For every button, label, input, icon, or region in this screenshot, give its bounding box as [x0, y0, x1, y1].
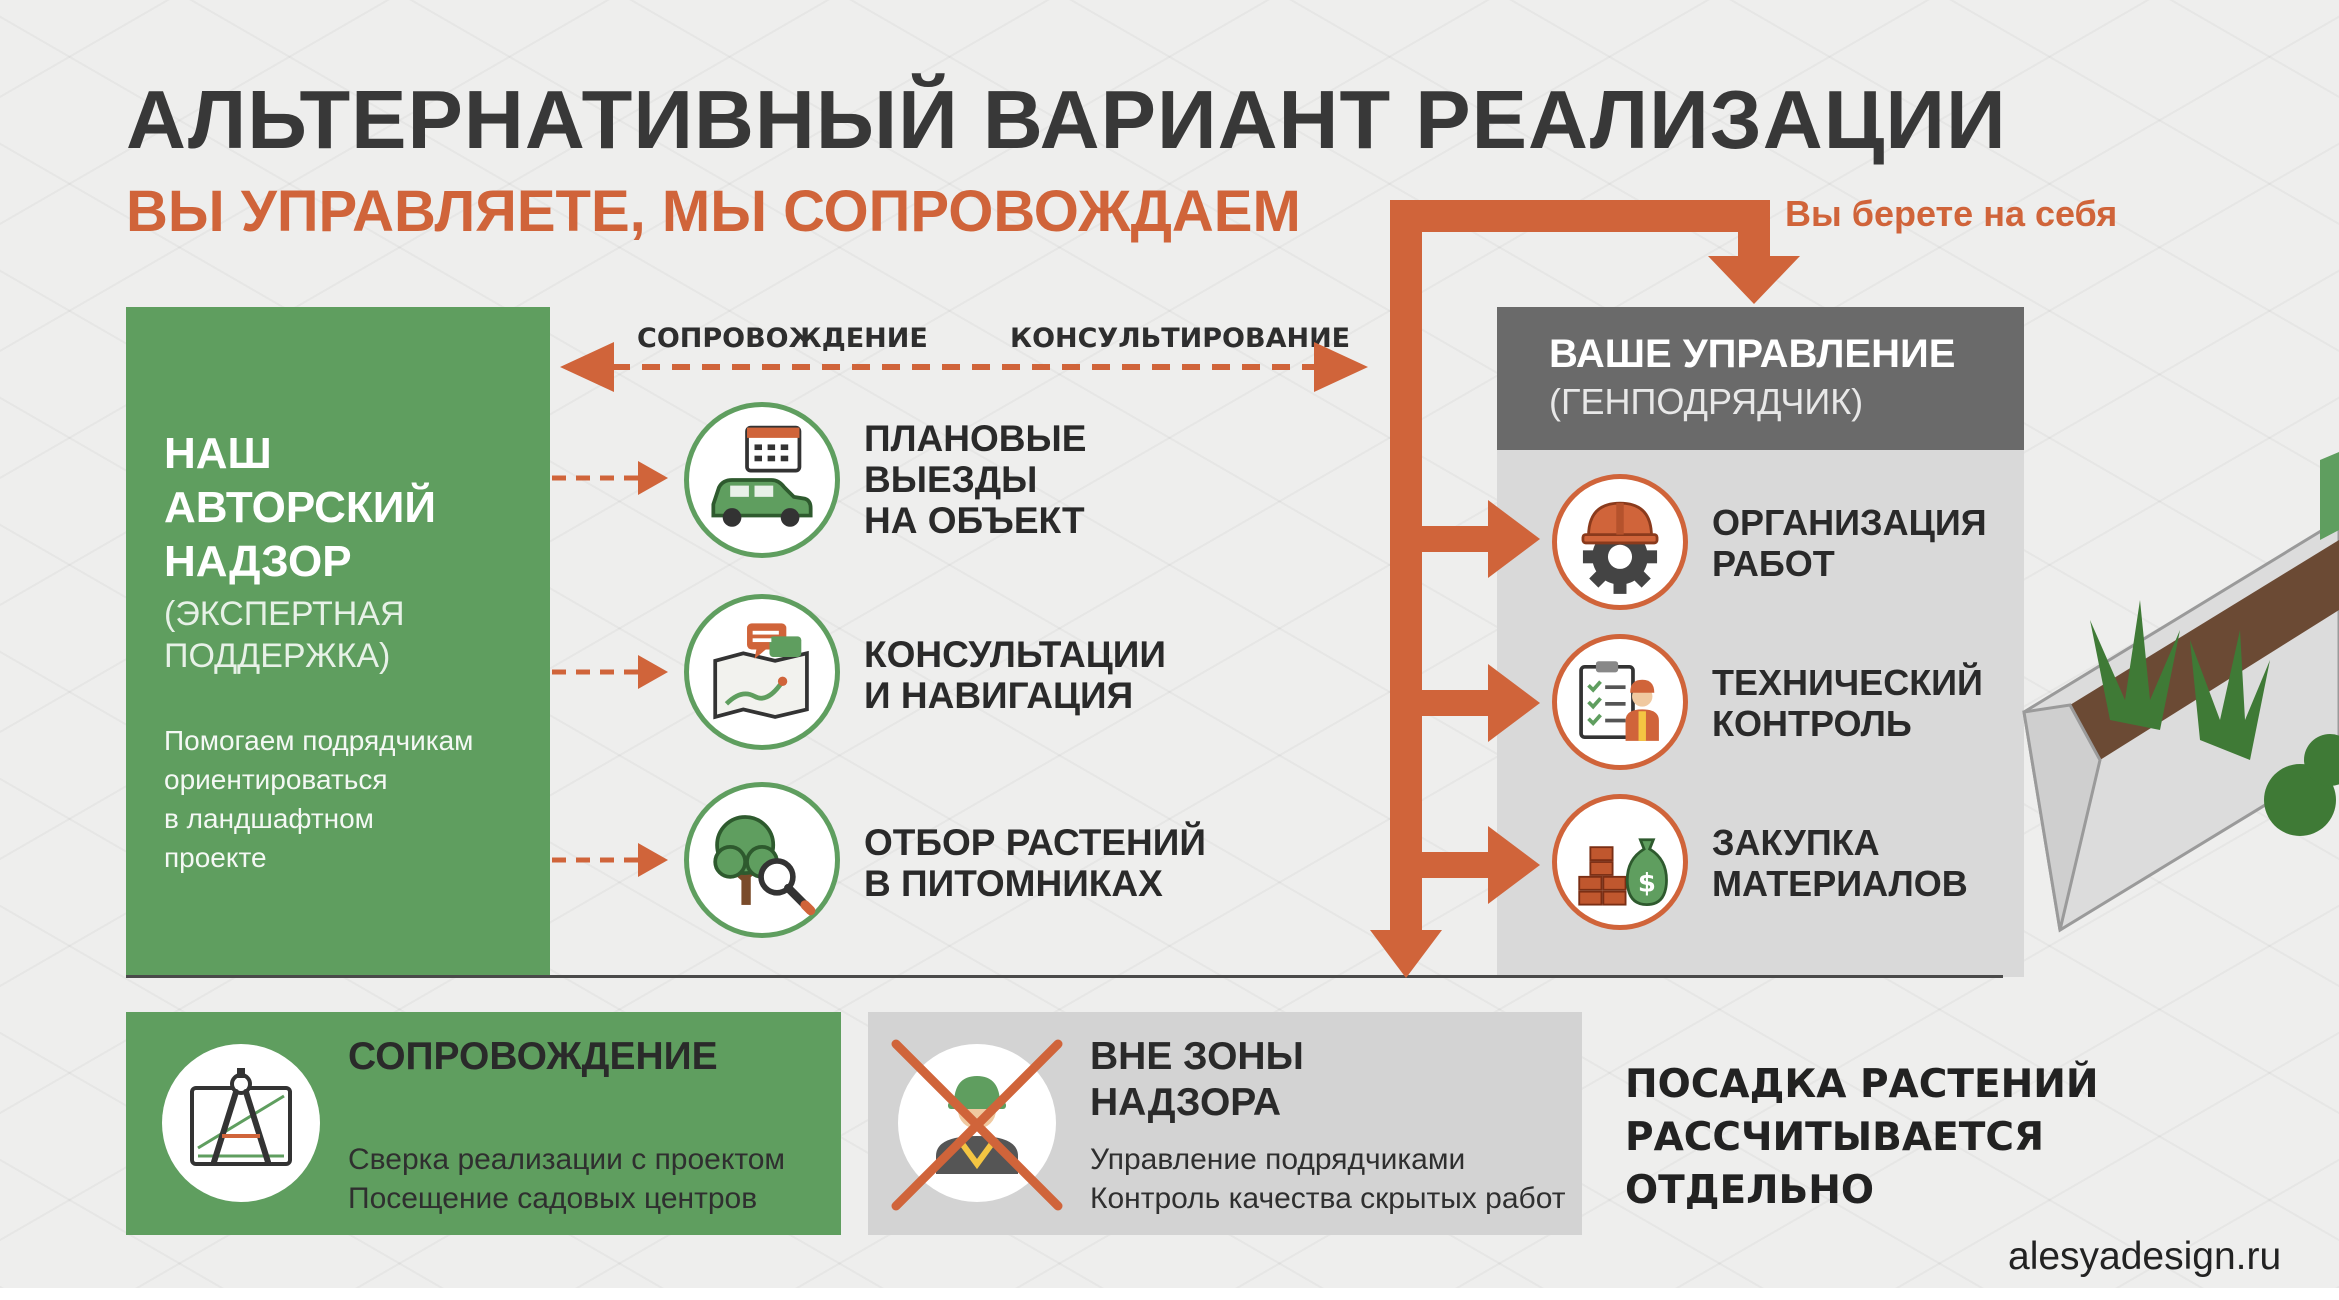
site-url: alesyadesign.ru	[2008, 1235, 2282, 1278]
take-on-label: Вы берете на себя	[1785, 193, 2118, 234]
supervision-panel: НАШ АВТОРСКИЙ НАДЗОР (ЭКСПЕРТНАЯ ПОДДЕРЖ…	[126, 307, 550, 977]
tree-magnifier-icon	[684, 782, 840, 938]
management-subheading: (ГЕНПОДРЯДЧИК)	[1549, 381, 1864, 422]
supervision-heading: НАШ АВТОРСКИЙ НАДЗОР	[164, 429, 437, 586]
arrow-label-accompaniment: СОПРОВОЖДЕНИЕ	[637, 323, 928, 354]
accompaniment-heading: СОПРОВОЖДЕНИЕ	[348, 1035, 718, 1078]
crossed-worker-icon	[898, 1044, 1056, 1202]
page-title: АЛЬТЕРНАТИВНЫЙ ВАРИАНТ РЕАЛИЗАЦИИ	[126, 73, 2007, 166]
compass-blueprint-icon	[162, 1044, 320, 1202]
helmet-gear-icon	[1552, 474, 1688, 610]
page-subtitle: ВЫ УПРАВЛЯЕТЕ, МЫ СОПРОВОЖДАЕМ	[126, 179, 1301, 244]
map-chat-icon	[684, 594, 840, 750]
accompaniment-panel: СОПРОВОЖДЕНИЕ Сверка реализации с проект…	[126, 1012, 841, 1235]
bricks-money-icon: $	[1552, 794, 1688, 930]
accompaniment-description: Сверка реализации с проектом Посещение с…	[348, 1143, 786, 1215]
management-technical-control: ТЕХНИЧЕСКИЙ КОНТРОЛЬ	[1712, 662, 1983, 744]
management-materials: ЗАКУПКА МАТЕРИАЛОВ	[1712, 822, 1968, 904]
arrow-label-consulting: КОНСУЛЬТИРОВАНИЕ	[1010, 323, 1351, 354]
outside-supervision-panel: ВНЕ ЗОНЫ НАДЗОРА Управление подрядчиками…	[868, 1012, 1582, 1235]
outside-description: Управление подрядчиками Контроль качеств…	[1090, 1143, 1566, 1215]
svg-text:$: $	[1638, 869, 1656, 899]
service-plant-selection: ОТБОР РАСТЕНИЙ В ПИТОМНИКАХ	[864, 822, 1206, 904]
checklist-worker-icon	[1552, 634, 1688, 770]
car-calendar-icon	[684, 402, 840, 558]
section-divider	[126, 975, 2003, 978]
outside-heading: ВНЕ ЗОНЫ НАДЗОРА	[1090, 1035, 1304, 1124]
planting-note: ПОСАДКА РАСТЕНИЙ РАССЧИТЫВАЕТСЯ ОТДЕЛЬНО	[1625, 1062, 2099, 1213]
supervision-subheading: (ЭКСПЕРТНАЯ ПОДДЕРЖКА)	[164, 595, 405, 675]
management-organization: ОРГАНИЗАЦИЯ РАБОТ	[1712, 502, 1987, 584]
management-header: ВАШЕ УПРАВЛЕНИЕ (ГЕНПОДРЯДЧИК)	[1497, 307, 2024, 450]
supervision-description: Помогаем подрядчикам ориентироваться в л…	[164, 725, 474, 873]
service-scheduled-visits: ПЛАНОВЫЕ ВЫЕЗДЫ НА ОБЪЕКТ	[864, 418, 1087, 541]
management-heading: ВАШЕ УПРАВЛЕНИЕ	[1549, 332, 1956, 376]
service-consulting-navigation: КОНСУЛЬТАЦИИ И НАВИГАЦИЯ	[864, 634, 1166, 716]
